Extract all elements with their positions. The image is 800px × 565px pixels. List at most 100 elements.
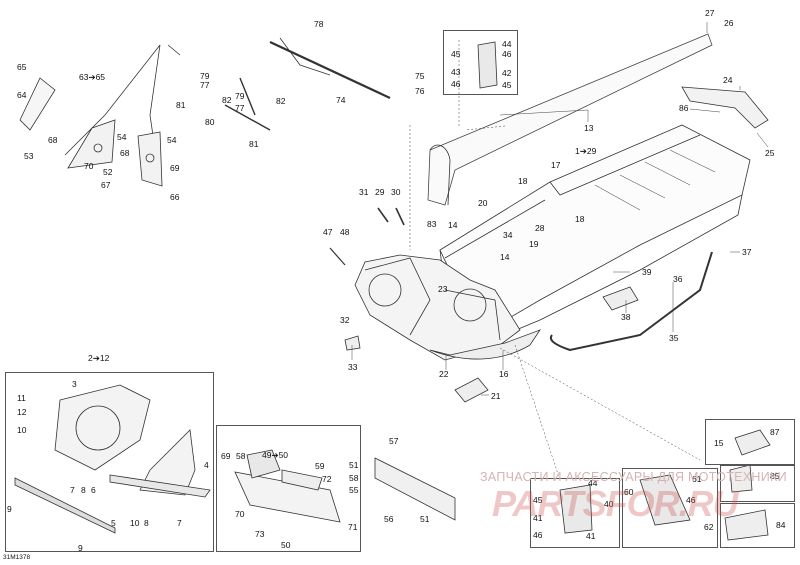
part-15-drawing bbox=[734, 429, 771, 456]
callout-28: 28 bbox=[535, 223, 545, 233]
detail-2-12-drawing bbox=[14, 384, 211, 534]
callout-42: 42 bbox=[502, 68, 512, 78]
callout-31: 31 bbox=[359, 187, 369, 197]
callout-45a: 45 bbox=[451, 49, 461, 59]
detail-box-42-46 bbox=[443, 30, 518, 95]
callout-30: 30 bbox=[391, 187, 401, 197]
detail-box-2-12 bbox=[5, 372, 214, 552]
callout-33: 33 bbox=[348, 362, 358, 372]
callout-78: 78 bbox=[314, 19, 324, 29]
callout-79b: 79 bbox=[235, 91, 245, 101]
callout-24: 24 bbox=[723, 75, 733, 85]
callout-39: 39 bbox=[642, 267, 652, 277]
callout-18a: 18 bbox=[518, 176, 528, 186]
callout-58: 58 bbox=[236, 451, 246, 461]
callout-76: 76 bbox=[415, 86, 425, 96]
callout-38: 38 bbox=[621, 312, 631, 322]
callout-84: 84 bbox=[776, 520, 786, 530]
callout-79a: 79 bbox=[200, 71, 210, 81]
callout-7a: 7 bbox=[70, 485, 75, 495]
callout-14b: 14 bbox=[500, 252, 510, 262]
callout-50: 50 bbox=[281, 540, 291, 550]
callout-82a: 82 bbox=[222, 95, 232, 105]
callout-86: 86 bbox=[679, 103, 689, 113]
part-40-drawing bbox=[559, 484, 593, 534]
detail-box-60-62 bbox=[622, 468, 718, 548]
detail-box-84 bbox=[720, 503, 795, 548]
callout-70b: 70 bbox=[235, 509, 245, 519]
callout-55: 55 bbox=[349, 485, 359, 495]
callout-16: 16 bbox=[499, 369, 509, 379]
callout-71: 71 bbox=[348, 522, 358, 532]
callout-11: 11 bbox=[17, 393, 26, 403]
callout-46a: 46 bbox=[502, 49, 512, 59]
callout-61: 61 bbox=[692, 474, 702, 484]
callout-51a: 51 bbox=[349, 460, 359, 470]
callout-85: 85 bbox=[770, 471, 780, 481]
callout-46c: 46 bbox=[533, 530, 543, 540]
callout-66: 66 bbox=[170, 192, 180, 202]
callout-65: 65 bbox=[17, 62, 27, 72]
callout-69: 69 bbox=[170, 163, 180, 173]
callout-58b: 58 bbox=[349, 473, 359, 483]
callout-18b: 18 bbox=[575, 214, 585, 224]
callout-13: 13 bbox=[584, 123, 594, 133]
callout-9b: 9 bbox=[78, 543, 83, 553]
part-38 bbox=[602, 286, 639, 311]
callout-77b: 77 bbox=[235, 103, 245, 113]
detail-box-40-46 bbox=[530, 478, 620, 548]
callout-54a: 54 bbox=[117, 132, 127, 142]
callout-14a: 14 bbox=[448, 220, 458, 230]
callout-40: 40 bbox=[604, 499, 614, 509]
callout-69b: 69 bbox=[221, 451, 231, 461]
leader-lines bbox=[351, 22, 769, 481]
reference-code: 31M1378 bbox=[3, 554, 31, 561]
callout-26: 26 bbox=[724, 18, 734, 28]
callout-23: 23 bbox=[438, 284, 448, 294]
callout-21: 21 bbox=[491, 391, 501, 401]
detail-box-49-73 bbox=[216, 425, 361, 552]
part-21 bbox=[454, 377, 489, 403]
callout-3: 3 bbox=[72, 379, 77, 389]
tunnel-cover-13 bbox=[427, 33, 713, 206]
callout-47: 47 bbox=[323, 227, 333, 237]
callout-67: 67 bbox=[101, 180, 111, 190]
callout-29: 29 bbox=[375, 187, 385, 197]
callout-52: 52 bbox=[103, 167, 113, 177]
part-84-drawing bbox=[724, 509, 769, 541]
callout-32: 32 bbox=[340, 315, 350, 325]
callout-12: 12 bbox=[17, 407, 27, 417]
callout-9a: 9 bbox=[7, 504, 12, 514]
callout-5: 5 bbox=[111, 518, 116, 528]
callout-60: 60 bbox=[624, 487, 634, 497]
callout-44b: 44 bbox=[588, 478, 598, 488]
detail-49-73-drawing bbox=[234, 449, 341, 523]
callout-87: 87 bbox=[770, 427, 780, 437]
detail-51-58-drawing bbox=[374, 457, 456, 521]
callout-63-65: 63➔65 bbox=[79, 72, 106, 82]
rear-bumper-35 bbox=[550, 251, 713, 352]
callout-37: 37 bbox=[742, 247, 752, 257]
callout-45b: 45 bbox=[502, 80, 512, 90]
callout-17: 17 bbox=[551, 160, 561, 170]
callout-59: 59 bbox=[315, 461, 325, 471]
callout-15: 15 bbox=[714, 438, 724, 448]
callout-8b: 8 bbox=[144, 518, 149, 528]
callout-72: 72 bbox=[322, 474, 332, 484]
callout-36: 36 bbox=[673, 274, 683, 284]
callout-82b: 82 bbox=[276, 96, 286, 106]
callout-68a: 68 bbox=[48, 135, 58, 145]
part-85-drawing bbox=[729, 464, 753, 493]
callout-20: 20 bbox=[478, 198, 488, 208]
callout-56: 56 bbox=[384, 514, 394, 524]
detail-box-85 bbox=[720, 465, 795, 502]
callout-64: 64 bbox=[17, 90, 27, 100]
callout-62: 62 bbox=[704, 522, 714, 532]
part-42-drawing bbox=[477, 41, 498, 89]
callout-46b: 46 bbox=[451, 79, 461, 89]
callout-34: 34 bbox=[503, 230, 513, 240]
callout-2-12: 2➔12 bbox=[88, 353, 110, 363]
part-47-48 bbox=[329, 247, 346, 266]
